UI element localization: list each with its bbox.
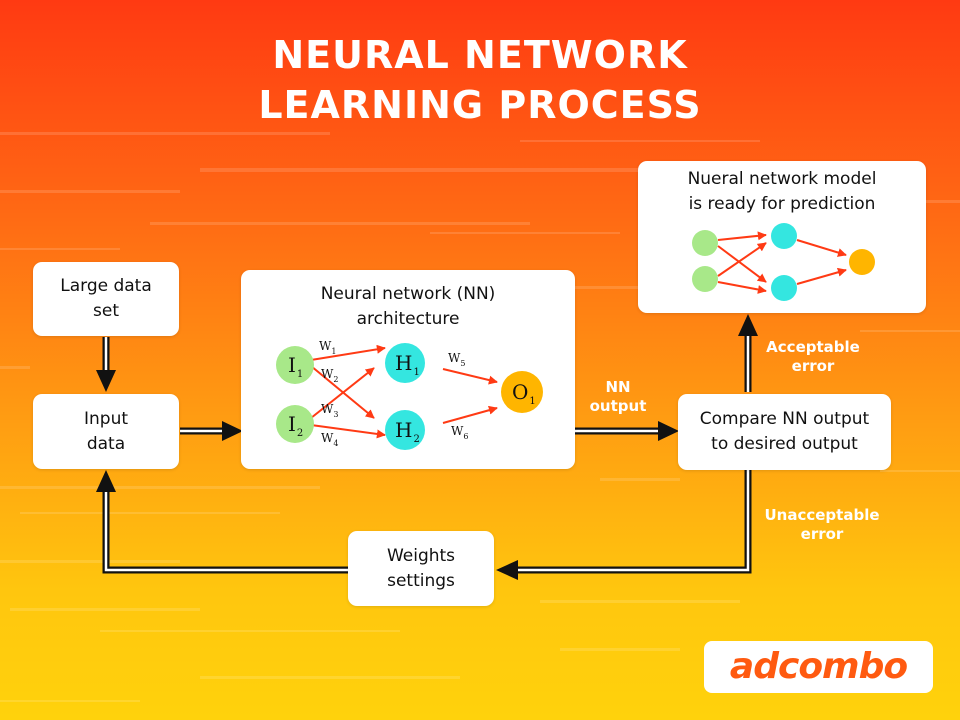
unacceptable-error-label: Unacceptable error: [764, 506, 880, 543]
weights-line-2: settings: [387, 570, 455, 591]
nn-architecture-line-2: architecture: [356, 309, 460, 329]
model-ready-line-2: is ready for prediction: [688, 194, 876, 214]
page-title: NEURAL NETWORK LEARNING PROCESS: [0, 30, 960, 130]
compare-line-2: to desired output: [711, 434, 858, 454]
weights-settings-box: Weights settings: [348, 531, 494, 606]
compare-output-box: Compare NN output to desired output: [678, 394, 891, 470]
input-data-line-2: data: [86, 433, 126, 454]
nn-architecture-box: Neural network (NN) architecture: [241, 270, 575, 469]
model-ready-box: Nueral network model is ready for predic…: [638, 161, 926, 313]
large-data-set-box: Large data set: [33, 262, 179, 336]
title-line-2: LEARNING PROCESS: [258, 83, 702, 127]
weights-line-1: Weights: [386, 545, 456, 566]
compare-line-1: Compare NN output: [699, 409, 870, 429]
input-data-line-1: Input: [83, 408, 129, 429]
input-data-box: Input data: [33, 394, 179, 469]
acceptable-error-label: Acceptable error: [766, 338, 860, 375]
large-data-set-line-1: Large data: [60, 276, 152, 296]
large-data-set-line-2: set: [93, 301, 119, 321]
logo-text: adcombo: [729, 646, 908, 687]
nn-architecture-line-1: Neural network (NN): [320, 284, 496, 304]
title-line-1: NEURAL NETWORK: [272, 33, 688, 77]
nn-output-label: NN output: [589, 378, 647, 415]
model-ready-line-1: Nueral network model: [687, 169, 877, 189]
adcombo-logo: adcombo: [704, 641, 933, 693]
